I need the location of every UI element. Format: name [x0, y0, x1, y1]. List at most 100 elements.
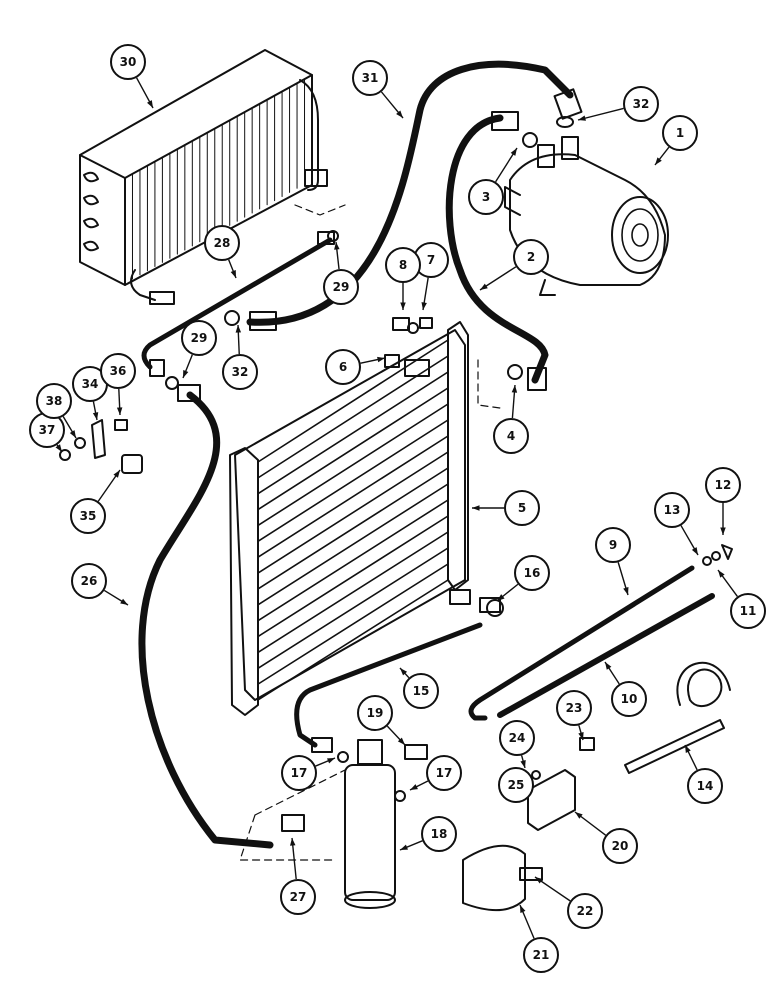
callout-c21: 21 [523, 937, 559, 973]
callout-number: 28 [214, 236, 231, 250]
arrowhead-c14 [685, 745, 691, 753]
callout-circle [595, 527, 631, 563]
callout-number: 11 [740, 604, 757, 618]
arrowhead-c13 [691, 547, 698, 555]
callout-circle [357, 695, 393, 731]
callout-c4: 4 [493, 418, 529, 454]
callout-number: 32 [633, 97, 650, 111]
callout-c9: 9 [595, 527, 631, 563]
callout-number: 14 [697, 779, 714, 793]
arrowhead-c22 [535, 877, 543, 884]
callout-c29b: 29 [181, 320, 217, 356]
callout-number: 3 [482, 190, 490, 204]
callout-number: 29 [333, 280, 350, 294]
callout-number: 2 [527, 250, 535, 264]
callout-c8: 8 [385, 247, 421, 283]
arrowhead-c19 [397, 737, 405, 745]
callout-circle [468, 179, 504, 215]
callout-circle [730, 593, 766, 629]
callout-c35: 35 [70, 498, 106, 534]
callout-number: 36 [110, 364, 127, 378]
arrowhead-c29a [334, 242, 340, 250]
callout-c15: 15 [403, 673, 439, 709]
callout-c1: 1 [662, 115, 698, 151]
arrowhead-c37 [55, 444, 62, 452]
callout-c14: 14 [687, 768, 723, 804]
callout-number: 1 [676, 126, 684, 140]
callout-number: 4 [507, 429, 515, 443]
callout-c19: 19 [357, 695, 393, 731]
callout-circle [204, 225, 240, 261]
arrowhead-c6 [377, 356, 385, 363]
arrowhead-c32a [578, 115, 586, 121]
callout-number: 7 [427, 253, 435, 267]
callout-c32b: 32 [222, 354, 258, 390]
callout-number: 35 [80, 509, 97, 523]
callout-circle [323, 269, 359, 305]
phantom-lines [239, 204, 501, 861]
callout-c31: 31 [352, 60, 388, 96]
callout-circle [36, 383, 72, 419]
callout-number: 5 [518, 501, 526, 515]
callout-c16: 16 [514, 555, 550, 591]
callout-circle [654, 492, 690, 528]
arrowhead-c3 [510, 148, 517, 156]
callout-number: 22 [577, 904, 594, 918]
evaporator-core [79, 49, 328, 305]
callout-circle [352, 60, 388, 96]
callout-circle [385, 247, 421, 283]
callout-number: 27 [290, 890, 307, 904]
arrowhead-c8 [400, 302, 406, 310]
callout-circle [662, 115, 698, 151]
arrowhead-c5 [472, 505, 480, 511]
callout-c7: 7 [413, 242, 449, 278]
callout-number: 20 [612, 839, 629, 853]
callout-c36: 36 [100, 353, 136, 389]
callout-number: 17 [291, 766, 308, 780]
callout-circle [181, 320, 217, 356]
callout-circle [514, 555, 550, 591]
callout-number: 10 [621, 692, 638, 706]
callout-c23: 23 [556, 690, 592, 726]
arrowhead-c2 [480, 283, 488, 290]
callout-number: 29 [191, 331, 208, 345]
arrowhead-c30 [147, 100, 153, 108]
callout-circle [110, 44, 146, 80]
callout-circle [687, 768, 723, 804]
arrowhead-c26 [120, 598, 128, 605]
callout-c28: 28 [204, 225, 240, 261]
callout-number: 23 [566, 701, 583, 715]
leader-line-c32a [577, 107, 624, 121]
condenser [229, 321, 471, 716]
callout-number: 9 [609, 538, 617, 552]
callout-c29a: 29 [323, 269, 359, 305]
callout-c17b: 17 [426, 755, 462, 791]
arrowhead-c34 [92, 412, 99, 420]
arrowhead-c12 [720, 527, 726, 535]
leader-lines [55, 77, 738, 939]
arrowhead-c1 [655, 157, 662, 165]
arrowhead-c32b [235, 325, 242, 333]
callout-number: 12 [715, 478, 732, 492]
callout-number: 34 [82, 377, 99, 391]
misc-hardware [462, 565, 731, 912]
arrowhead-c38 [69, 430, 76, 438]
arrowhead-c35 [113, 470, 120, 478]
callout-c20: 20 [602, 828, 638, 864]
callout-circle [504, 490, 540, 526]
callout-circle [705, 467, 741, 503]
callout-number: 19 [367, 706, 384, 720]
callout-circle [426, 755, 462, 791]
callout-c25: 25 [498, 767, 534, 803]
callout-circle [556, 690, 592, 726]
callout-circle [281, 755, 317, 791]
arrowhead-c16 [497, 594, 505, 601]
callout-c32a: 32 [623, 86, 659, 122]
arrowhead-c9 [623, 587, 629, 595]
callout-circle [567, 893, 603, 929]
callout-c11: 11 [730, 593, 766, 629]
callout-number: 25 [508, 778, 525, 792]
callout-number: 30 [120, 55, 137, 69]
arrowhead-c21 [520, 905, 526, 913]
